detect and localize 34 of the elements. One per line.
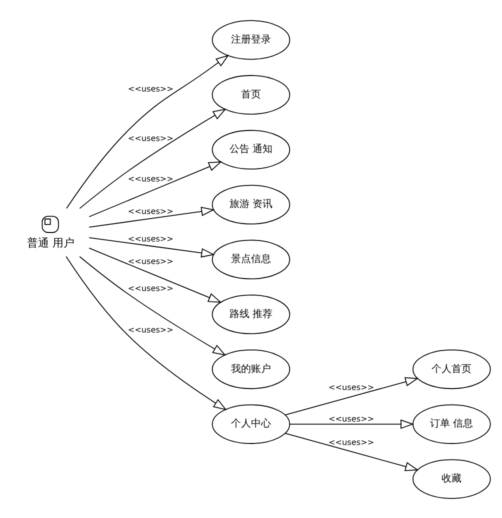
edge-label: <<uses>>	[128, 282, 174, 293]
node-ellipse: 个人首页	[412, 348, 491, 389]
edge-label: <<uses>>	[128, 82, 174, 93]
edge-label: <<uses>>	[328, 413, 374, 424]
node-ellipse: 注册登录	[212, 20, 290, 60]
node-ellipse: 收藏	[412, 458, 491, 498]
edge-label: <<uses>>	[128, 324, 174, 334]
node-label: 普通 用户	[26, 236, 74, 250]
edge-label: <<uses>>	[128, 172, 174, 183]
edge-label: <<uses>>	[128, 132, 174, 142]
arrow	[289, 418, 414, 428]
arrow	[66, 256, 227, 410]
node-ellipse: 旅游 资讯	[212, 184, 290, 224]
arrow	[66, 54, 230, 208]
node-ellipse: 路线 推荐	[212, 294, 290, 334]
node-ellipse: 个人中心	[212, 404, 290, 444]
edge-label: <<uses>>	[328, 382, 374, 392]
edge-label: <<uses>>	[128, 233, 174, 244]
node-ellipse: 公告 通知	[212, 129, 290, 170]
node-ellipse: 我的账户	[212, 348, 290, 389]
node-ellipse: 订单 信息	[412, 404, 491, 444]
arrow	[284, 432, 419, 471]
arrow	[88, 247, 222, 302]
node-ellipse: 景点信息	[212, 239, 290, 279]
arrow	[284, 376, 419, 415]
arrow	[79, 256, 226, 356]
arrow	[88, 160, 222, 217]
arrow	[88, 206, 215, 228]
node-ellipse: 首页	[212, 74, 290, 114]
edge-label: <<uses>>	[328, 436, 374, 447]
edge-label: <<uses>>	[128, 205, 174, 216]
arrow	[88, 236, 215, 258]
arrow	[79, 108, 226, 208]
edge-label: <<uses>>	[128, 256, 174, 266]
